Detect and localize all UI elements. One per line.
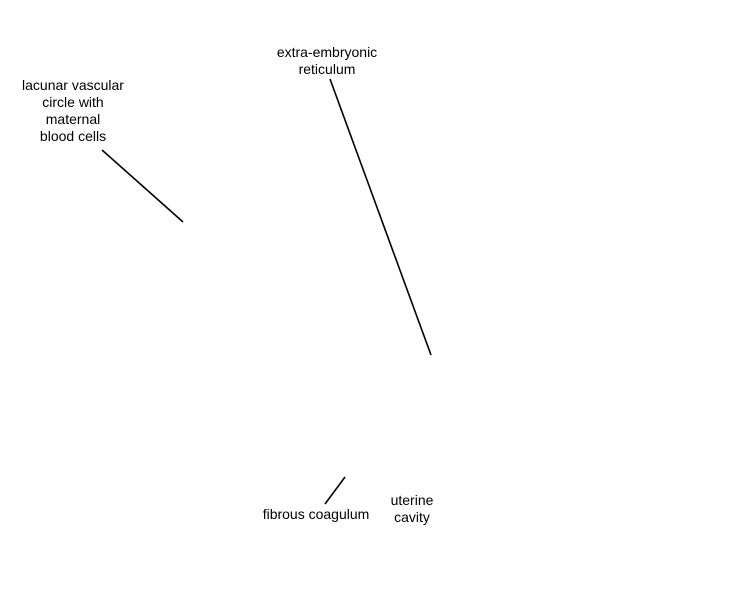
label-line: blood cells: [39, 128, 107, 144]
label-line: uterine: [390, 492, 434, 508]
label-extra-embryonic-reticulum: extra-embryonic reticulum: [262, 44, 392, 78]
leader-line-reticulum: [329, 78, 432, 356]
label-fibrous-coagulum: fibrous coagulum: [256, 506, 376, 523]
label-line: maternal: [45, 111, 101, 127]
label-line: lacunar vascular: [22, 77, 124, 93]
leader-line-fibrous: [324, 476, 346, 505]
label-lacunar-vascular-circle: lacunar vascular circle with maternal bl…: [8, 77, 138, 145]
label-line: extra-embryonic: [276, 44, 378, 60]
label-uterine-cavity: uterine cavity: [372, 492, 452, 526]
label-line: fibrous coagulum: [262, 506, 370, 522]
label-line: cavity: [394, 509, 430, 525]
label-line: circle with: [42, 94, 104, 110]
leader-line-lacunar: [101, 149, 184, 223]
label-line: reticulum: [298, 61, 356, 77]
